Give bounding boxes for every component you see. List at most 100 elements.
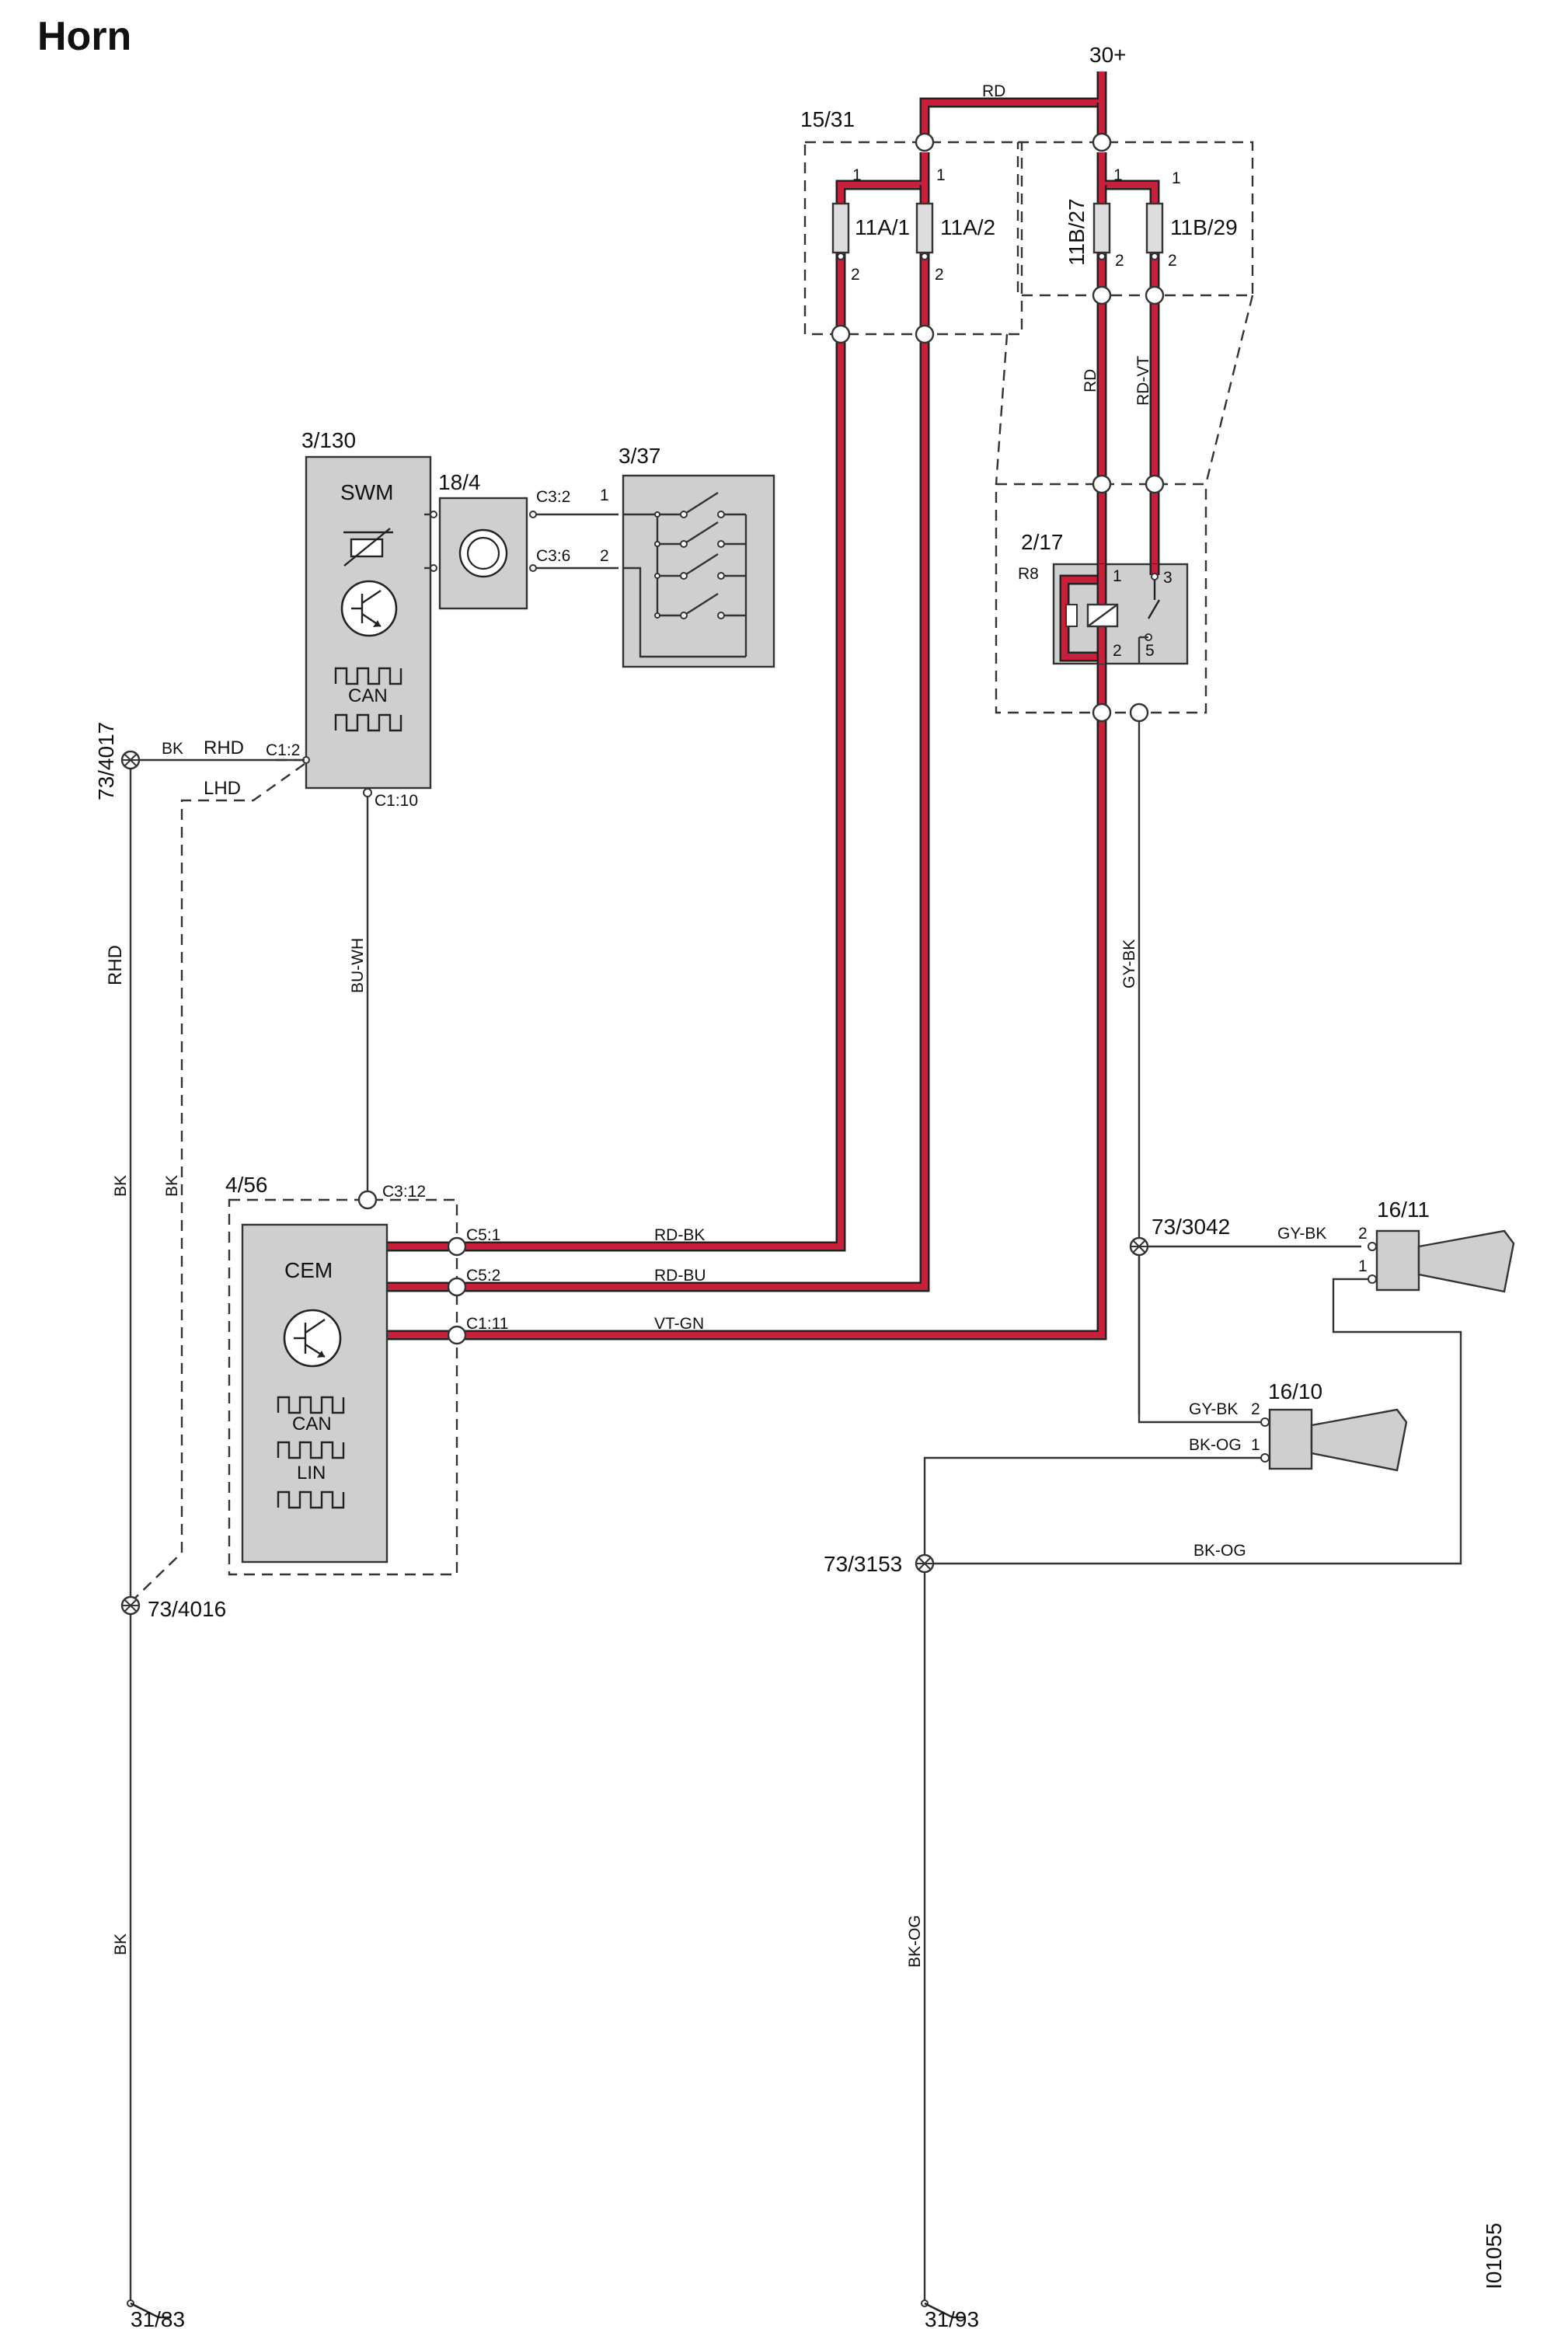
clock-spring-label: 18/4 (438, 470, 481, 494)
ground-icon-31-93 (921, 2299, 965, 2319)
fuse-11a-1-label: 11A/1 (855, 215, 910, 239)
cem-box-outline (228, 1198, 458, 1576)
cem-pin-c5-2: C5:2 (466, 1267, 500, 1285)
ground-wire-bk-og-label: BK-OG (906, 1915, 924, 1968)
rhd-label: RHD (204, 737, 244, 758)
horn-switch (622, 474, 775, 668)
horn-switch-label: 3/37 (618, 444, 661, 468)
fuse-11b-27-label: 11B/27 (1064, 198, 1089, 266)
svg-text:1: 1 (936, 166, 946, 184)
bk-vertical-label-3: BK (112, 1933, 130, 1955)
swm-pin-c1-10: C1:10 (375, 792, 418, 810)
splice-4016-label: 73/4016 (148, 1597, 226, 1621)
power-wires (386, 71, 1160, 1341)
heater-icon (343, 528, 393, 567)
svg-text:2: 2 (935, 266, 944, 284)
clock-spring-icon (458, 528, 508, 578)
cem-wire-vt-gn: VT-GN (654, 1315, 704, 1333)
fuse-11a-2-label: 11A/2 (940, 215, 995, 239)
lo-horn-ground-wire (923, 1456, 1261, 2300)
relay-out-wire-label: GY-BK (1120, 940, 1138, 988)
horn-hi-icon (1417, 1229, 1515, 1293)
lo-horn-wire-out-label: BK-OG (1189, 1436, 1242, 1454)
transistor-icon (340, 580, 398, 637)
cem-square-wave-icon (277, 1396, 345, 1509)
cem-name-label: CEM (284, 1258, 333, 1282)
ground-31-83-label: 31/83 (131, 2307, 185, 2329)
horn-hi-pin-2: 2 (1358, 1225, 1368, 1243)
box-connector-right (1204, 295, 1254, 485)
square-wave-icon (334, 667, 402, 732)
svg-text:1: 1 (1113, 166, 1123, 184)
horn-switch-pin-1: 1 (600, 486, 609, 504)
cem-wire-rd-bk: RD-BK (654, 1226, 705, 1244)
fuse-11a-1 (831, 202, 850, 260)
supply-label: 30+ (1089, 43, 1127, 67)
swm-can-label: CAN (348, 685, 388, 706)
horn-lo (1268, 1408, 1313, 1470)
fuse-11b-29-label: 11B/29 (1170, 215, 1238, 239)
fuse-29-wire-label: RD-VT (1134, 356, 1152, 406)
document-id: I01055 (1482, 2223, 1506, 2289)
swm-cem-wire-label: BU-WH (349, 938, 367, 993)
svg-text:3: 3 (1163, 569, 1173, 587)
rhd-vertical-label: RHD (105, 945, 126, 985)
clock-spring-pin-c3-2: C3:2 (536, 488, 570, 506)
connector-nodes (357, 132, 1165, 1345)
fuse-11b-27 (1092, 202, 1111, 260)
swm-id-label: 3/130 (301, 428, 356, 452)
svg-text:2: 2 (1115, 252, 1124, 270)
fuse-11b-29 (1145, 202, 1164, 260)
svg-text:1: 1 (1172, 169, 1181, 187)
svg-text:2: 2 (1168, 252, 1177, 270)
horn-lo-pin-2: 2 (1251, 1400, 1260, 1418)
lhd-ground-wire (130, 763, 305, 1603)
relay-pin-numbers: 1 3 2 5 (1113, 567, 1173, 660)
fuse-27-wire-label: RD (1082, 369, 1099, 392)
svg-text:2: 2 (851, 266, 860, 284)
splice-icons (120, 750, 1149, 1616)
cem-pin-c1-11: C1:11 (466, 1315, 508, 1333)
svg-text:5: 5 (1145, 642, 1155, 660)
relay-switch-icon (1138, 573, 1161, 664)
svg-text:1: 1 (1113, 567, 1122, 585)
cem-module (241, 1223, 389, 1564)
cem-transistor-icon (283, 1309, 342, 1368)
swm-ground-wire-label: BK (162, 740, 183, 758)
hi-horn-ground-label: BK-OG (1193, 1542, 1246, 1560)
fusebox-a-outline (803, 141, 1023, 336)
diagram-title: Horn (37, 14, 131, 59)
horn-lo-label: 16/10 (1268, 1379, 1322, 1403)
bk-vertical-label-1: BK (112, 1175, 130, 1197)
bk-vertical-label-2: BK (163, 1175, 181, 1197)
cem-can-label: CAN (292, 1414, 332, 1435)
box-connector-left (995, 333, 1009, 485)
svg-text:2: 2 (1113, 642, 1122, 660)
ground-31-93-label: 31/93 (925, 2307, 979, 2329)
supply-wire-label: RD (982, 82, 1005, 100)
horn-switch-pin-2: 2 (600, 547, 609, 565)
horn-hi (1375, 1229, 1420, 1292)
clock-spring-pin-c3-6: C3:6 (536, 547, 570, 565)
cem-wire-rd-bu: RD-BU (654, 1267, 706, 1285)
splice-4017-label: 73/4017 (94, 722, 118, 800)
splice-3153-label: 73/3153 (824, 1552, 902, 1576)
ground-icon-31-83 (127, 2299, 171, 2319)
swm-pin-c1-2: C1:2 (266, 741, 300, 759)
relay-label: 2/17 (1021, 530, 1064, 554)
lo-horn-wire-in-label: GY-BK (1189, 1400, 1238, 1418)
lo-horn-feed-wire (1138, 1246, 1262, 1424)
fuse-11a-2 (915, 202, 934, 260)
splice-3042-label: 73/3042 (1152, 1215, 1230, 1239)
horn-lo-pin-1: 1 (1251, 1436, 1260, 1454)
fuse-pin-numbers: 1 1 1 1 2 2 2 2 (851, 166, 1181, 284)
cem-lin-label: LIN (297, 1463, 326, 1484)
hi-horn-ground-wire (925, 1278, 1462, 1565)
lhd-label: LHD (204, 778, 241, 799)
horn-hi-pin-1: 1 (1358, 1257, 1368, 1275)
fusebox-a-label: 15/31 (800, 107, 855, 131)
swm-name-label: SWM (340, 480, 393, 504)
relay-name-label: R8 (1018, 565, 1039, 583)
svg-text:1: 1 (852, 166, 862, 184)
